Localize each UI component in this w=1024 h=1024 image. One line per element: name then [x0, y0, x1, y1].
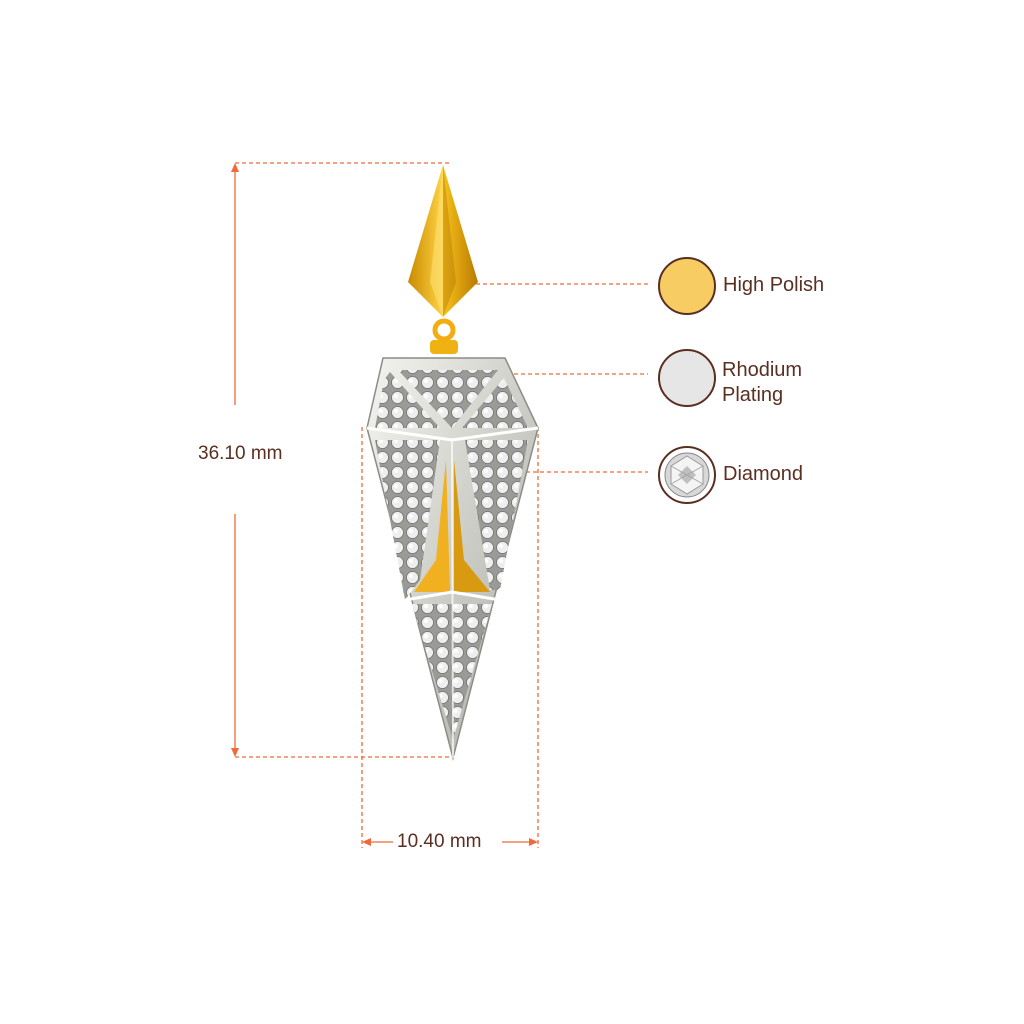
gold-swatch [658, 257, 716, 315]
width-dimension-label: 10.40 mm [393, 831, 486, 853]
width-dimension [361, 427, 539, 848]
height-dimension-label: 36.10 mm [194, 443, 287, 465]
legend-label: High Polish [723, 274, 825, 296]
legend-label-line2: Plating [722, 384, 784, 406]
legend-label: Rhodium [722, 359, 803, 381]
legend-item-high-polish: High Polish [723, 273, 824, 298]
gold-top-element [408, 165, 478, 354]
height-dimension [231, 162, 450, 758]
pave-pendant [366, 357, 539, 761]
diamond-swatch [658, 446, 716, 504]
legend-label: Diamond [723, 463, 804, 485]
legend-swatches [658, 257, 716, 504]
legend-item-rhodium-plating: Rhodium Plating [722, 358, 802, 408]
rhodium-swatch [658, 349, 716, 407]
legend-item-diamond: Diamond [723, 462, 803, 487]
